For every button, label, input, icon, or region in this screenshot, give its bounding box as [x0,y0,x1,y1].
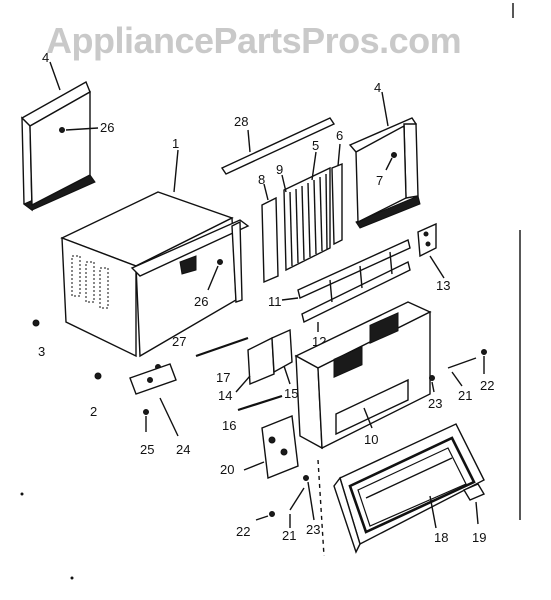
leader-26a [65,127,99,131]
leader-4a [49,61,61,91]
callout-26a: 26 [100,120,114,135]
callout-11: 11 [268,294,282,309]
leader-6 [337,143,341,167]
callout-21b: 21 [282,528,296,543]
part-16-rod[interactable] [237,394,283,412]
callout-6: 6 [336,128,343,143]
callout-22a: 22 [480,378,494,393]
leader-28 [247,129,251,153]
leader-8 [263,183,269,201]
part-10-front-panel[interactable] [294,301,432,450]
callout-2: 2 [90,404,97,419]
screw-22b[interactable] [269,511,275,517]
leader-1 [173,149,179,193]
callout-9: 9 [276,162,283,177]
callout-20: 20 [220,462,234,477]
speck [20,492,24,496]
part-side-frame-left[interactable] [20,80,96,212]
leader-13 [429,255,445,279]
leader-24 [159,397,179,437]
callout-24: 24 [176,442,190,457]
leader-10 [363,407,373,429]
part-11-rail[interactable] [297,239,411,324]
callout-7: 7 [376,173,383,188]
part-13-bracket[interactable] [417,222,437,258]
leader-5 [311,151,317,181]
screw-3[interactable] [32,319,40,327]
callout-18: 18 [434,530,448,545]
leader-23a [431,381,435,393]
guide-line [317,459,325,557]
callout-10: 10 [364,432,378,447]
part-24-bracket[interactable] [129,363,177,395]
leader-22b [255,515,269,521]
screw-7[interactable] [391,152,397,158]
leader-9 [281,174,287,193]
washer-23b[interactable] [303,475,309,481]
screw-26b[interactable] [217,259,223,265]
part-20-control-panel[interactable] [261,415,299,479]
callout-23b: 23 [306,522,320,537]
washer-23a[interactable] [429,375,435,381]
callout-8: 8 [258,172,265,187]
part-21b-pin[interactable] [289,487,305,511]
callout-21a: 21 [458,388,472,403]
leader-7 [385,157,393,171]
callout-25: 25 [140,442,154,457]
callout-14: 14 [218,388,232,403]
callout-26b: 26 [194,294,208,309]
callout-23a: 23 [428,396,442,411]
part-14-bracket[interactable] [247,336,275,386]
screw-22a[interactable] [481,349,487,355]
part-17-rod[interactable] [195,336,249,358]
leader-14 [235,375,251,393]
callout-3: 3 [38,344,45,359]
part-15-switch[interactable] [271,328,293,374]
leader-4b [381,91,389,127]
leader-18 [429,495,437,529]
part-top-strip[interactable] [220,117,336,175]
screw-2[interactable] [94,372,102,380]
part-21a-pin[interactable] [447,357,477,369]
leader-23b [307,481,315,521]
callout-15: 15 [284,386,298,401]
screw-26a[interactable] [59,127,65,133]
leader-11 [281,297,299,301]
leader-26b [207,265,219,291]
callout-13: 13 [436,278,450,293]
leader-20 [243,461,265,471]
callout-27: 27 [172,334,186,349]
part-6-panel[interactable] [331,162,343,246]
callout-4b: 4 [374,80,381,95]
callout-1: 1 [172,136,179,151]
screw-25[interactable] [143,409,149,415]
leader-15 [283,365,291,385]
callout-4a: 4 [42,50,49,65]
speck [70,576,74,580]
callout-19: 19 [472,530,486,545]
part-side-frame-right[interactable] [348,117,421,229]
part-8-panel[interactable] [261,196,279,284]
callout-5: 5 [312,138,319,153]
callout-17: 17 [216,370,230,385]
part-5-filter-grille[interactable] [283,166,331,272]
leader-21a [451,371,463,387]
callout-28: 28 [234,114,248,129]
part-1-cabinet[interactable] [60,191,250,358]
part-19-knob[interactable] [462,483,486,501]
leader-19 [475,501,479,525]
callout-16: 16 [222,418,236,433]
callout-22b: 22 [236,524,250,539]
watermark-text: AppliancePartsPros.com [46,20,462,61]
part-18-front-grille[interactable] [333,423,485,554]
